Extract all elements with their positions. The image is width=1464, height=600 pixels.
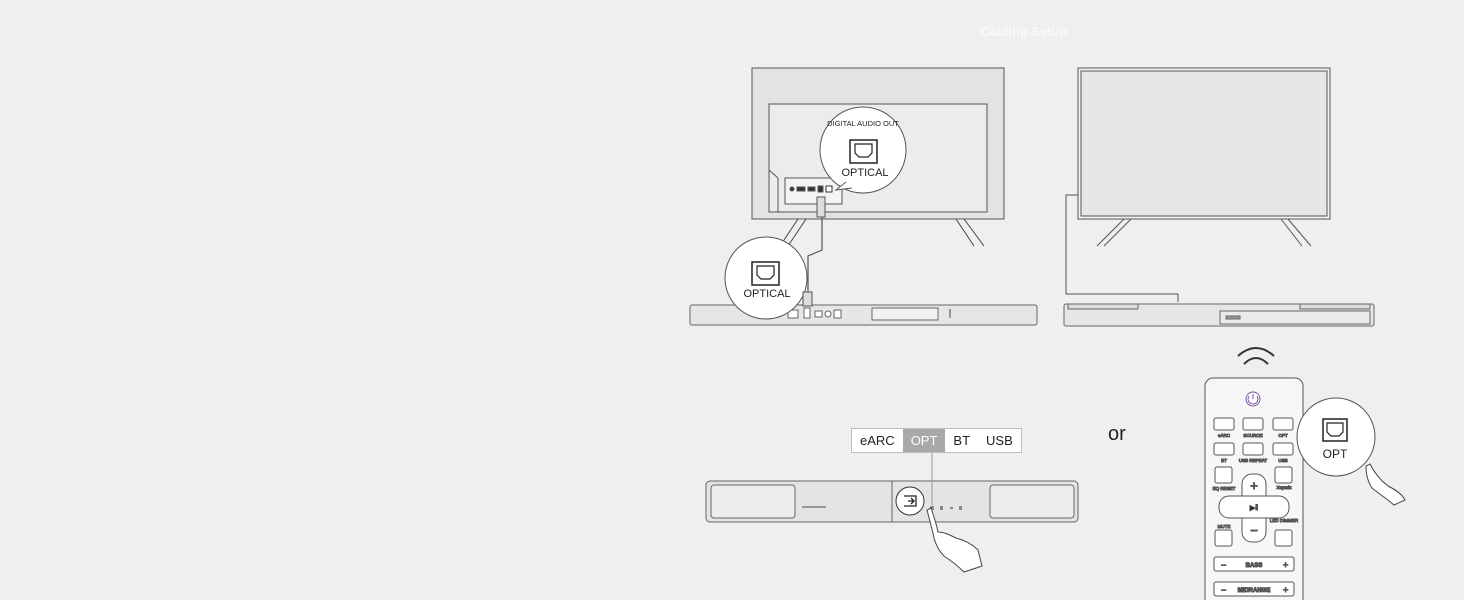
signal-waves-icon <box>1237 347 1275 365</box>
remote-opt-callout: OPT <box>1296 397 1406 506</box>
soundbar-optical-callout: OPTICAL <box>724 236 808 320</box>
optical-port-icon <box>1322 418 1348 442</box>
remote-sub-label: Xupmix <box>1276 485 1292 490</box>
svg-text:▶‖: ▶‖ <box>1250 505 1258 512</box>
remote-eq-reset-label: EQ RESET <box>1213 486 1236 491</box>
remote-bass-label: BASS <box>1246 563 1263 569</box>
remote-control: eARC SOURCE OPT BT USB REPEAT USB EQ RES… <box>1204 377 1304 600</box>
tv-optical-label: OPTICAL <box>841 167 888 179</box>
source-tab-bar: eARC OPT BT USB <box>851 428 1022 453</box>
svg-text:+: + <box>1250 478 1258 493</box>
page-title: Cabling Setup <box>980 24 1068 39</box>
soundbar-optical-label: OPTICAL <box>743 288 790 300</box>
remote-mute-label: MUTE <box>1218 524 1231 529</box>
tv-optical-callout: DIGITAL AUDIO OUT OPTICAL <box>819 106 907 194</box>
tab-usb[interactable]: USB <box>986 433 1013 448</box>
optical-cable <box>807 217 823 300</box>
optical-port-icon <box>751 261 780 286</box>
or-separator: or <box>1108 423 1126 445</box>
svg-text:−: − <box>1250 523 1258 538</box>
remote-source-label: SOURCE <box>1243 433 1262 438</box>
remote-bt-label: BT <box>1221 458 1227 463</box>
remote-earc-label: eARC <box>1218 433 1231 438</box>
svg-text:−: − <box>1221 560 1226 570</box>
svg-text:+: + <box>1283 560 1288 570</box>
tab-bt[interactable]: BT <box>953 433 971 448</box>
optical-port-icon <box>849 139 878 164</box>
digital-audio-out-label: DIGITAL AUDIO OUT <box>827 119 899 128</box>
remote-led-dimmer-label: LED DIMMER <box>1270 518 1299 523</box>
tab-opt[interactable]: OPT <box>902 429 946 452</box>
tab-earc[interactable]: eARC <box>860 433 895 448</box>
remote-usb-repeat-label: USB REPEAT <box>1239 458 1267 463</box>
soundbar-front-top <box>1063 303 1375 327</box>
remote-opt-label: OPT <box>1278 433 1288 438</box>
remote-midrange-label: MIDRANGE <box>1238 588 1271 594</box>
svg-text:−: − <box>1221 585 1226 595</box>
hand-pointer-icon <box>926 507 983 573</box>
remote-callout-opt-label: OPT <box>1323 447 1348 461</box>
svg-text:+: + <box>1283 585 1288 595</box>
remote-usb-label: USB <box>1278 458 1287 463</box>
soundbar-front <box>705 480 1079 523</box>
tv-front-view <box>1065 67 1331 302</box>
